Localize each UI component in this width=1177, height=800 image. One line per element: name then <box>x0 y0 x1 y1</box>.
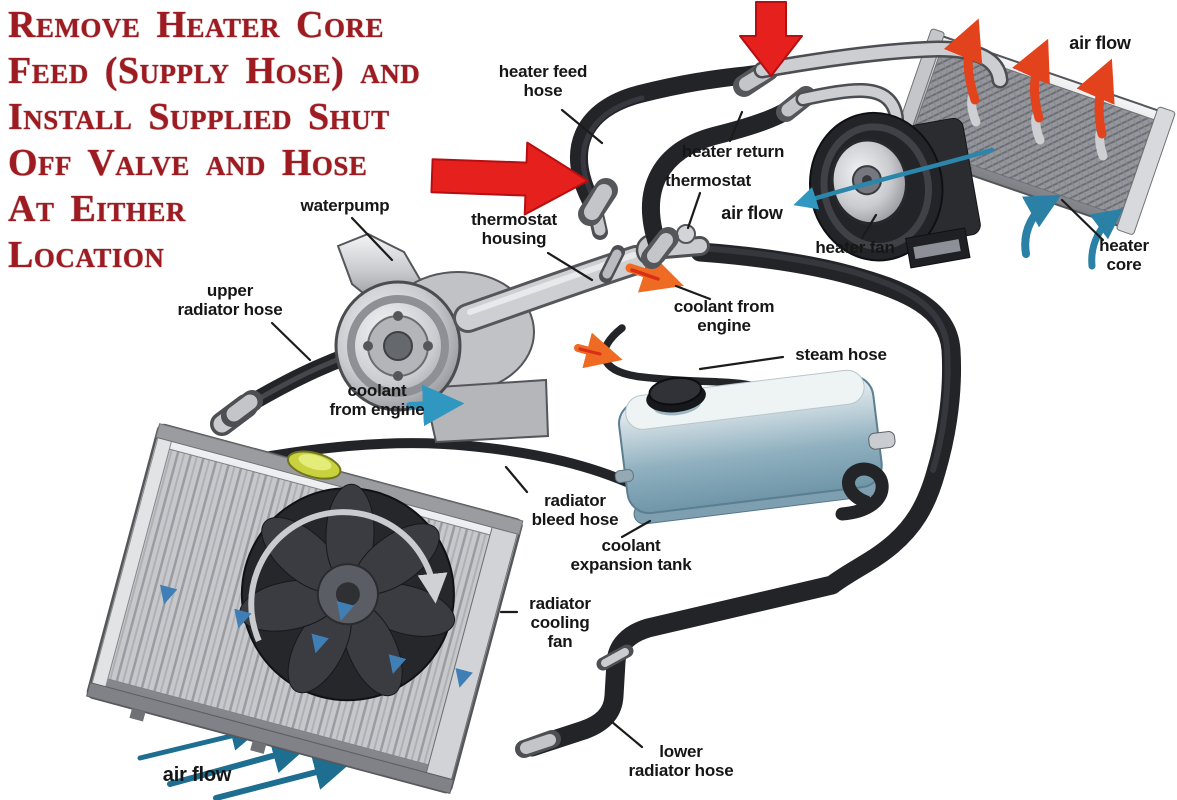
instruction-text: Remove Heater Core Feed (Supply Hose) an… <box>8 2 420 278</box>
label-radiator-bleed-hose: radiator bleed hose <box>531 491 619 530</box>
label-heater-feed-hose: heater feed hose <box>498 62 588 101</box>
heater-fan <box>808 111 981 269</box>
label-thermostat: thermostat <box>665 171 751 190</box>
lower-radiator-hose <box>515 242 961 758</box>
coolant-in-arrow <box>406 384 465 427</box>
instruction-line: Install Supplied Shut <box>8 96 390 138</box>
label-heater-fan: heater fan <box>815 238 895 257</box>
radiator-cap <box>286 450 342 480</box>
heater-airflow-arrow <box>793 147 995 210</box>
coolant-temperature-arrows <box>159 507 489 688</box>
label-waterpump: waterpump <box>300 196 390 215</box>
instruction-line: Remove Heater Core <box>8 4 384 46</box>
label-leader-lines <box>270 108 1105 749</box>
label-upper-radiator-hose: upper radiator hose <box>177 281 283 320</box>
label-air-flow-intake: air flow <box>162 764 232 786</box>
waterpump <box>334 232 550 444</box>
label-coolant-expansion-tank: coolant expansion tank <box>570 536 692 575</box>
label-coolant-from-engine-pump: coolant from engine <box>329 381 425 420</box>
coolant-expansion-tank <box>614 369 896 525</box>
tank-outlet-hose <box>835 462 889 521</box>
label-radiator-cooling-fan: radiator cooling fan <box>529 594 591 652</box>
instruction-line: Feed (Supply Hose) and <box>8 50 421 92</box>
label-coolant-from-engine-thermostat: coolant from engine <box>673 297 775 336</box>
instruction-line: Location <box>8 234 165 276</box>
label-steam-hose: steam hose <box>795 345 887 364</box>
fan-rotation-arrow <box>248 509 448 642</box>
label-lower-radiator-hose: lower radiator hose <box>628 742 734 781</box>
red-arrow-down-icon <box>739 1 803 77</box>
label-heater-return: heater return <box>681 142 785 161</box>
heater-feed-hose <box>570 59 779 226</box>
instruction-line: At Either <box>8 188 186 230</box>
radiator <box>86 423 524 795</box>
hot-coolant-arrows <box>574 253 684 369</box>
label-heater-core: heater core <box>1099 236 1149 275</box>
hot-air-arrows <box>943 18 1115 161</box>
red-arrow-right-icon <box>430 141 589 216</box>
label-air-flow-core: air flow <box>1069 33 1131 53</box>
thermostat <box>676 224 696 244</box>
label-air-flow-heater: air flow <box>721 203 783 223</box>
radiator-bleed-hose <box>203 438 641 491</box>
instruction-line: Off Valve and Hose <box>8 142 368 184</box>
thermostat-housing <box>453 198 710 333</box>
label-thermostat-housing: thermostat housing <box>471 210 557 249</box>
tank-cap <box>646 376 706 416</box>
